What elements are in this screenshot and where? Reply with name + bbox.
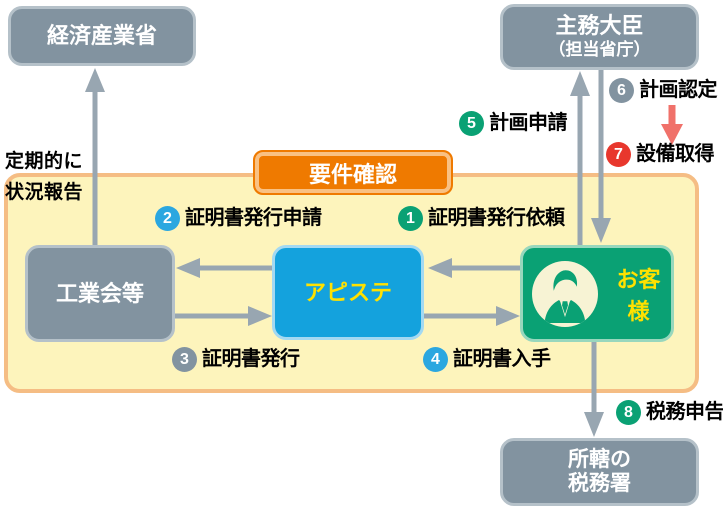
step-8-number: 8 — [616, 400, 641, 425]
arrow-apiste-to-customer — [424, 306, 520, 326]
person-icon — [532, 260, 598, 327]
arrow-association-to-meti — [85, 68, 105, 245]
arrow-association-to-apiste — [175, 306, 272, 326]
step-4-number: 4 — [423, 347, 448, 372]
node-meti-label: 経済産業省 — [46, 23, 157, 48]
step-8-label: 税務申告 — [646, 401, 723, 423]
step-6-number: 6 — [609, 78, 634, 103]
step-1: 1 証明書発行依頼 — [398, 206, 565, 231]
step-2-label: 証明書発行申請 — [185, 207, 322, 229]
step-3: 3 証明書発行 — [172, 347, 300, 372]
step-2-number: 2 — [155, 206, 180, 231]
step-5-number: 5 — [459, 111, 484, 136]
node-customer: お客様 — [520, 245, 674, 342]
step-5: 5 計画申請 — [459, 111, 568, 136]
step-1-number: 1 — [398, 206, 423, 231]
node-association: 工業会等 — [25, 245, 175, 342]
periodic-report-note-line1: 定期的に — [5, 151, 84, 172]
arrow-customer-to-apiste — [428, 258, 520, 278]
step-1-label: 証明書発行依頼 — [428, 207, 565, 229]
requirement-badge-label: 要件確認 — [308, 161, 397, 187]
arrow-customer-to-minister — [570, 71, 590, 245]
node-apiste: アピステ — [272, 245, 424, 340]
requirement-badge: 要件確認 — [253, 150, 453, 195]
step-6: 6 計画認定 — [609, 78, 718, 103]
arrow-apiste-to-association — [176, 258, 272, 278]
step-4: 4 証明書入手 — [423, 347, 551, 372]
arrow-equipment-acquisition — [661, 105, 683, 145]
step-2: 2 証明書発行申請 — [155, 206, 322, 231]
step-7-label: 設備取得 — [636, 143, 715, 165]
node-apiste-label: アピステ — [303, 279, 392, 305]
node-minister-label-line1: 主務大臣 — [555, 13, 644, 38]
node-customer-label: お客様 — [616, 266, 661, 324]
periodic-report-note-line2: 状況報告 — [5, 182, 84, 203]
node-tax-office: 所轄の 税務署 — [500, 438, 699, 506]
step-4-label: 証明書入手 — [453, 348, 551, 370]
arrow-customer-to-taxoffice — [584, 342, 604, 437]
step-7-number: 7 — [606, 142, 631, 167]
step-8: 8 税務申告 — [616, 400, 723, 425]
step-5-label: 計画申請 — [489, 112, 568, 134]
arrow-minister-to-customer — [591, 70, 611, 243]
step-7: 7 設備取得 — [606, 142, 715, 167]
node-meti: 経済産業省 — [8, 6, 196, 66]
node-minister-label-line2: （担当省庁） — [548, 40, 651, 59]
step-6-label: 計画認定 — [639, 79, 718, 101]
periodic-report-note: 定期的に 状況報告 — [5, 146, 83, 208]
node-minister: 主務大臣 （担当省庁） — [500, 4, 699, 70]
node-tax-office-label-line2: 税務署 — [568, 472, 631, 495]
node-association-label: 工業会等 — [55, 280, 144, 306]
step-3-number: 3 — [172, 347, 197, 372]
step-3-label: 証明書発行 — [202, 348, 300, 370]
node-tax-office-label-line1: 所轄の — [568, 448, 631, 471]
